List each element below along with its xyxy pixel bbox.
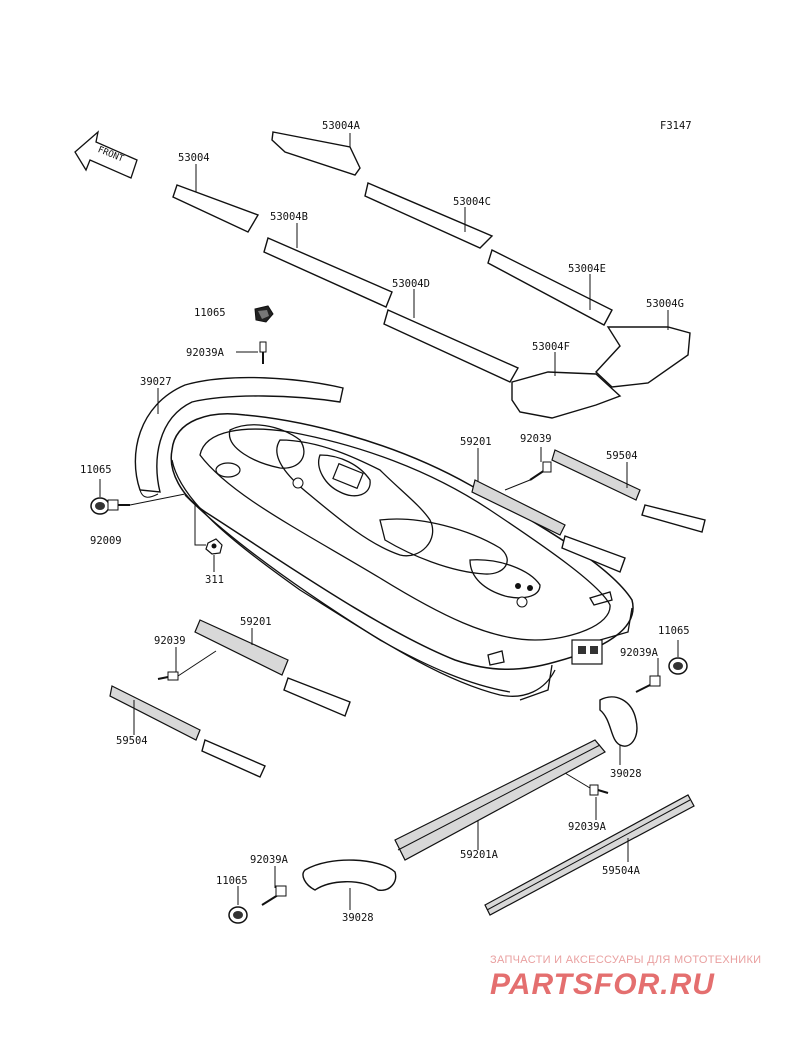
label-92039-left: 92039 bbox=[154, 635, 186, 647]
label-53004F: 53004F bbox=[532, 341, 570, 353]
cap-11065-right[interactable] bbox=[668, 657, 688, 675]
hull-deck bbox=[170, 413, 634, 701]
label-59504-right: 59504 bbox=[606, 450, 638, 462]
label-92009: 92009 bbox=[90, 535, 122, 547]
label-53004: 53004 bbox=[178, 152, 210, 164]
strip-59504-left[interactable] bbox=[109, 685, 266, 778]
label-92039A-top: 92039A bbox=[186, 347, 225, 359]
label-53004D: 53004D bbox=[392, 278, 430, 290]
mat-53004B[interactable] bbox=[263, 237, 393, 308]
label-11065-bottom: 11065 bbox=[216, 875, 248, 887]
bolt-92009[interactable] bbox=[107, 499, 130, 511]
cap-11065-left[interactable] bbox=[90, 497, 110, 515]
screw-92039A-right[interactable] bbox=[635, 675, 661, 693]
fender-39028-right[interactable] bbox=[599, 696, 638, 747]
strip-59504-right[interactable] bbox=[551, 449, 706, 533]
mat-53004[interactable] bbox=[172, 184, 260, 233]
watermark-top-text: ЗАПЧАСТИ И АКСЕССУАРЫ ДЛЯ МОТОТЕХНИКИ bbox=[490, 954, 761, 966]
nut-311[interactable] bbox=[205, 538, 223, 555]
mat-53004G[interactable] bbox=[595, 326, 691, 388]
label-11065-top: 11065 bbox=[194, 307, 226, 319]
screw-92039A-lower[interactable] bbox=[261, 885, 287, 906]
label-311: 311 bbox=[205, 574, 224, 586]
watermark-brand: PARTSFOR.RU bbox=[490, 968, 715, 1001]
fender-39027[interactable] bbox=[134, 376, 344, 498]
label-11065-right: 11065 bbox=[658, 625, 690, 637]
label-39027: 39027 bbox=[140, 376, 172, 388]
label-53004E: 53004E bbox=[568, 263, 606, 275]
guard-59201-left[interactable] bbox=[194, 619, 351, 717]
front-arrow-icon: FRONT bbox=[74, 130, 138, 179]
diagram-code: F3147 bbox=[660, 120, 692, 132]
label-39028-bottom: 39028 bbox=[342, 912, 374, 924]
label-59504A: 59504A bbox=[602, 865, 641, 877]
label-59201-right: 59201 bbox=[460, 436, 492, 448]
label-59504-left: 59504 bbox=[116, 735, 148, 747]
label-53004G: 53004G bbox=[646, 298, 684, 310]
label-59201-left: 59201 bbox=[240, 616, 272, 628]
strip-59504A[interactable] bbox=[484, 794, 695, 916]
label-92039A-bottom: 92039A bbox=[568, 821, 607, 833]
watermark-logo: ЗАПЧАСТИ И АКСЕССУАРЫ ДЛЯ МОТОТЕХНИКИ PA… bbox=[490, 954, 761, 1001]
mat-53004E[interactable] bbox=[487, 249, 613, 326]
screw-92039A-top[interactable] bbox=[259, 341, 267, 364]
screw-92039-right[interactable] bbox=[529, 461, 552, 481]
label-53004A: 53004A bbox=[322, 120, 361, 132]
cap-11065-top[interactable] bbox=[254, 305, 274, 323]
guard-59201A[interactable] bbox=[394, 739, 606, 861]
label-53004B: 53004B bbox=[270, 211, 308, 223]
label-39028-right: 39028 bbox=[610, 768, 642, 780]
screw-92039A-bottom[interactable] bbox=[589, 784, 609, 796]
screw-92039-left[interactable] bbox=[157, 671, 179, 681]
cap-11065-bottom[interactable] bbox=[228, 906, 248, 924]
label-59201A: 59201A bbox=[460, 849, 499, 861]
label-92039A-right: 92039A bbox=[620, 647, 659, 659]
guard-59201-right[interactable] bbox=[471, 479, 626, 573]
mat-53004C[interactable] bbox=[364, 182, 494, 249]
fender-39028-bottom[interactable] bbox=[302, 859, 397, 891]
label-11065-left: 11065 bbox=[80, 464, 112, 476]
mat-53004A[interactable] bbox=[271, 131, 361, 176]
label-53004C: 53004C bbox=[453, 196, 491, 208]
label-92039A-lower: 92039A bbox=[250, 854, 289, 866]
label-92039-right: 92039 bbox=[520, 433, 552, 445]
mat-53004F[interactable] bbox=[511, 371, 622, 419]
mat-53004D[interactable] bbox=[383, 309, 519, 383]
